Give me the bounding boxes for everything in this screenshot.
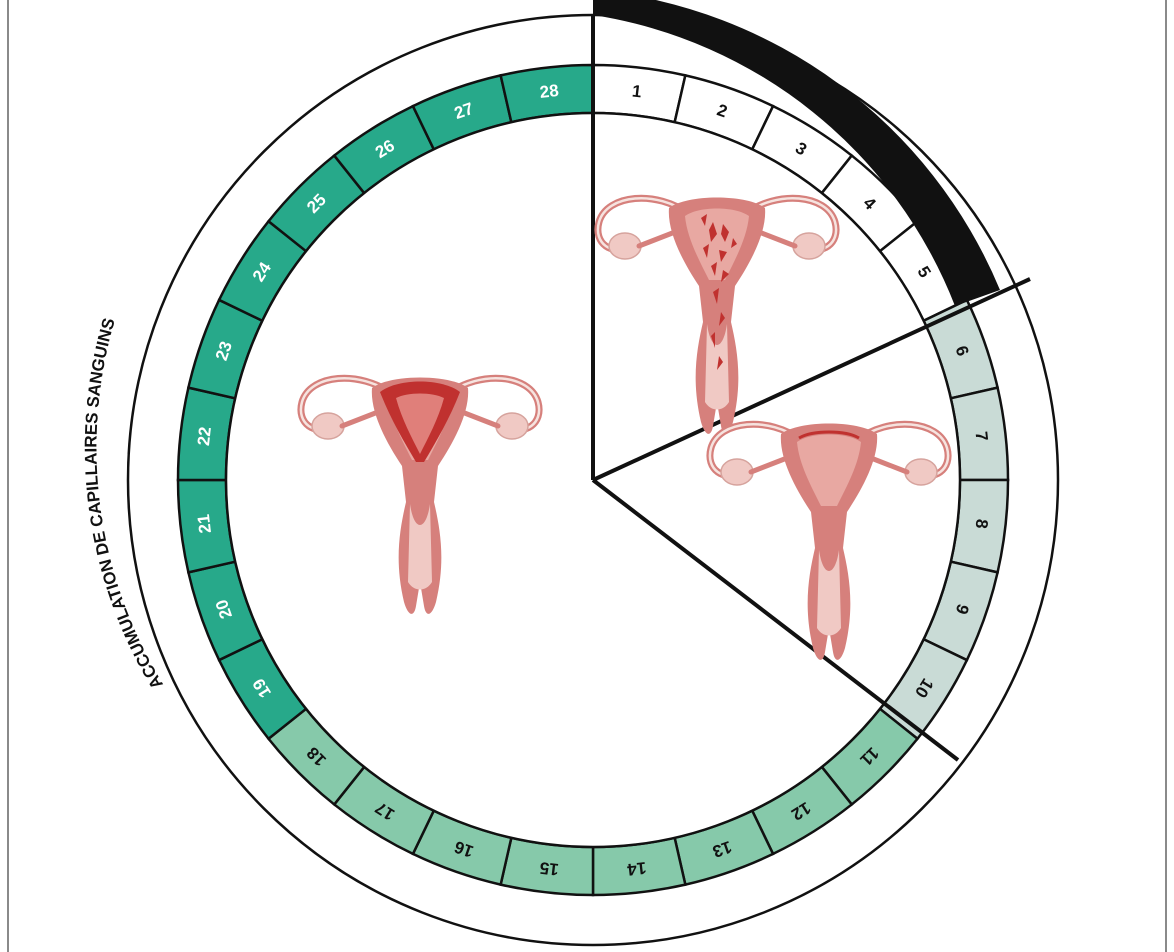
day-label-15: 15 [539, 858, 560, 879]
day-label-14: 14 [626, 858, 647, 879]
day-label-28: 28 [539, 81, 560, 102]
day-label-21: 21 [194, 513, 215, 534]
day-label-22: 22 [194, 426, 215, 447]
